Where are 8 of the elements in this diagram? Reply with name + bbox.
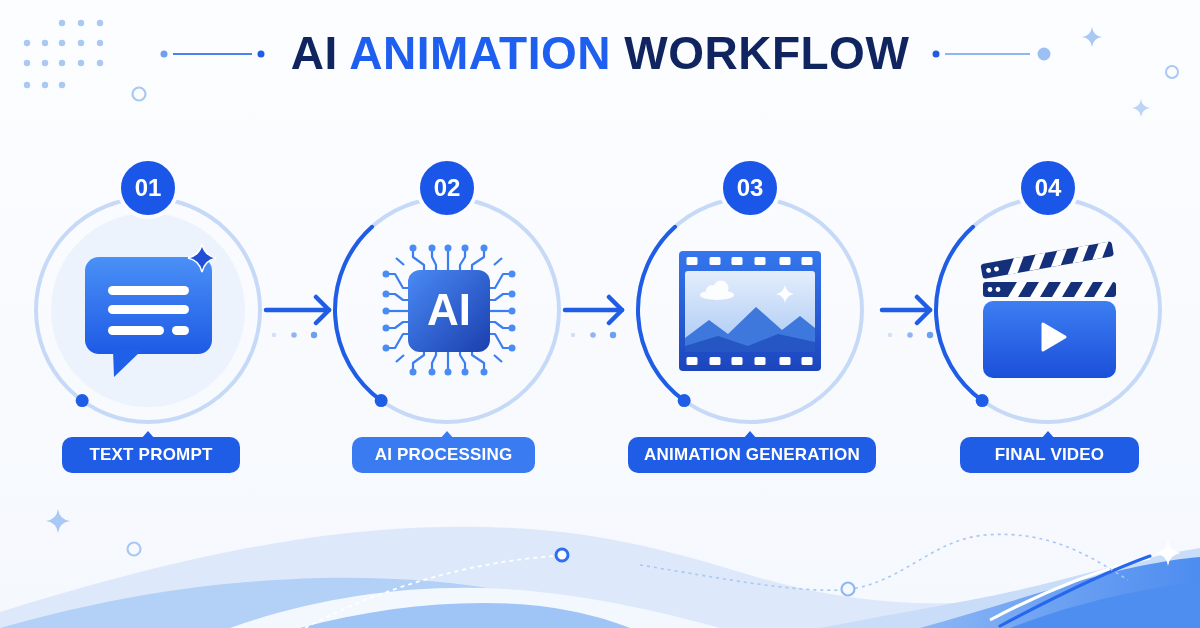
step-label: AI PROCESSING bbox=[352, 437, 535, 473]
arrow bbox=[263, 294, 332, 326]
title: AI ANIMATION WORKFLOW bbox=[290, 27, 910, 79]
arrow bbox=[562, 294, 625, 326]
step-label: TEXT PROMPT bbox=[62, 437, 240, 473]
arrow bbox=[879, 294, 933, 326]
step-label: FINAL VIDEO bbox=[960, 437, 1139, 473]
step-label: ANIMATION GENERATION bbox=[628, 437, 876, 473]
